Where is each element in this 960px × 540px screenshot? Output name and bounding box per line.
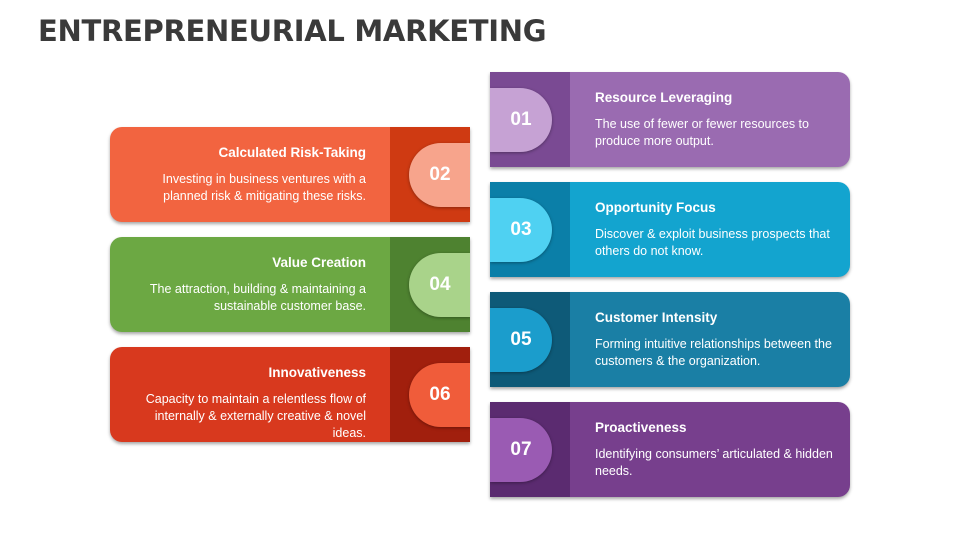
card-description: Identifying consumers’ articulated & hid…: [595, 447, 833, 478]
card-description: The use of fewer or fewer resources to p…: [595, 117, 809, 148]
step-number-badge: 07: [490, 418, 552, 482]
card-proactiveness: 07 Proactiveness Identifying consumers’ …: [490, 402, 850, 497]
card-title: Value Creation: [272, 255, 366, 270]
step-number-badge: 06: [409, 363, 470, 427]
card-innovativeness: 06 Innovativeness Capacity to maintain a…: [110, 347, 470, 442]
step-number-badge: 05: [490, 308, 552, 372]
card-title: Innovativeness: [268, 365, 366, 380]
card-description: Capacity to maintain a relentless flow o…: [145, 392, 366, 440]
card-title: Opportunity Focus: [595, 200, 716, 215]
step-number-badge: 02: [409, 143, 470, 207]
card-title: Resource Leveraging: [595, 90, 733, 105]
card-resource-leveraging: 01 Resource Leveraging The use of fewer …: [490, 72, 850, 167]
card-description: Investing in business ventures with a pl…: [162, 172, 366, 203]
card-description: Forming intuitive relationships between …: [595, 337, 832, 368]
card-customer-intensity: 05 Customer Intensity Forming intuitive …: [490, 292, 850, 387]
card-opportunity-focus: 03 Opportunity Focus Discover & exploit …: [490, 182, 850, 277]
card-calculated-risk-taking: 02 Calculated Risk-Taking Investing in b…: [110, 127, 470, 222]
step-number-badge: 01: [490, 88, 552, 152]
card-title: Customer Intensity: [595, 310, 718, 325]
step-number-badge: 03: [490, 198, 552, 262]
page-title: ENTREPRENEURIAL MARKETING: [38, 14, 547, 48]
card-value-creation: 04 Value Creation The attraction, buildi…: [110, 237, 470, 332]
card-description: Discover & exploit business prospects th…: [595, 227, 830, 258]
step-number-badge: 04: [409, 253, 470, 317]
card-description: The attraction, building & maintaining a…: [149, 282, 366, 313]
card-title: Calculated Risk-Taking: [218, 145, 366, 160]
card-title: Proactiveness: [595, 420, 687, 435]
